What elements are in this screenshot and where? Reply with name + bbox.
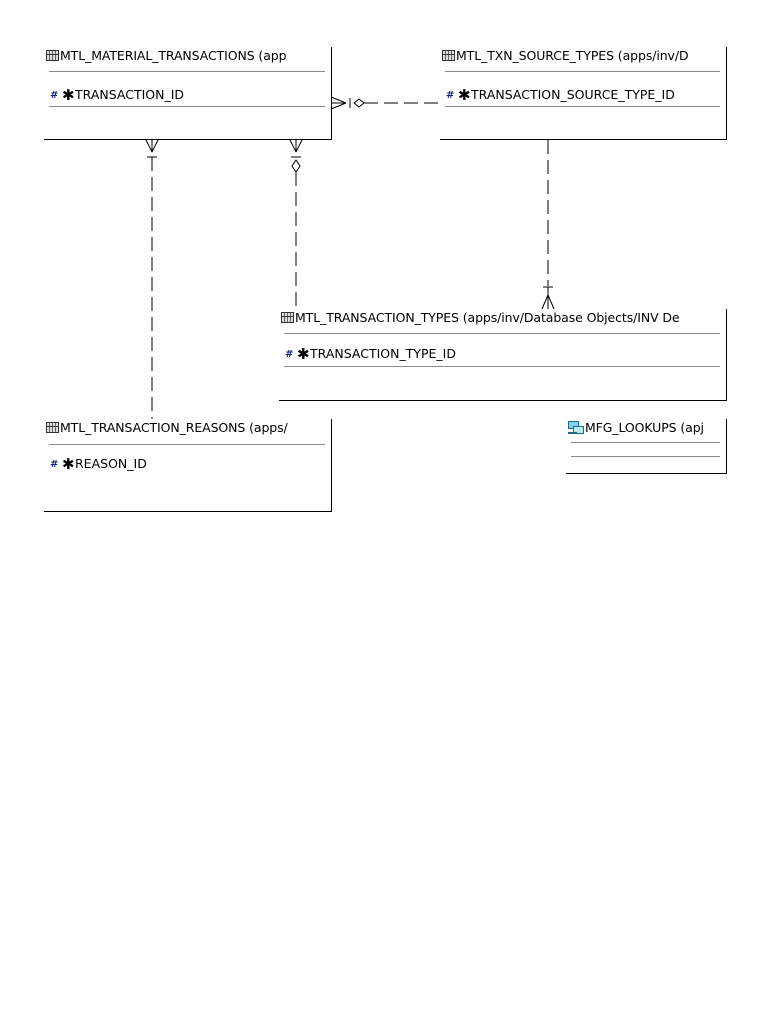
- entity-title: MFG_LOOKUPS (apj: [568, 419, 704, 437]
- entity-title-text: MFG_LOOKUPS (apj: [585, 420, 704, 435]
- pk-hash-icon: #: [285, 349, 294, 360]
- attribute-name: TRANSACTION_ID: [75, 87, 185, 102]
- title-separator: [49, 71, 325, 72]
- mandatory-asterisk-icon: ✱: [62, 86, 75, 104]
- attribute-name: REASON_ID: [75, 456, 147, 471]
- relationship-types-to-source-types: [541, 140, 555, 310]
- entity-material-transactions[interactable]: MTL_MATERIAL_TRANSACTIONS (app #✱TRANSAC…: [44, 47, 332, 140]
- title-separator: [571, 442, 720, 443]
- pk-hash-icon: #: [446, 90, 455, 101]
- entity-transaction-types[interactable]: MTL_TRANSACTION_TYPES (apps/inv/Database…: [279, 309, 727, 401]
- entity-mfg-lookups[interactable]: MFG_LOOKUPS (apj: [566, 419, 727, 474]
- entity-title-text: MTL_TRANSACTION_TYPES (apps/inv/Database…: [295, 310, 680, 325]
- table-icon: [281, 312, 294, 323]
- relationship-material-to-source-types: [330, 96, 440, 110]
- attribute-row[interactable]: #✱TRANSACTION_TYPE_ID: [285, 346, 456, 363]
- attribute-row[interactable]: #✱TRANSACTION_ID: [50, 87, 184, 104]
- attribute-separator: [49, 106, 325, 107]
- entity-title-text: MTL_MATERIAL_TRANSACTIONS (app: [60, 48, 287, 63]
- entity-title-text: MTL_TRANSACTION_REASONS (apps/: [60, 420, 288, 435]
- entity-title: MTL_TRANSACTION_TYPES (apps/inv/Database…: [281, 309, 680, 327]
- title-separator: [445, 71, 720, 72]
- relationship-material-to-reasons: [145, 139, 159, 420]
- attribute-name: TRANSACTION_TYPE_ID: [310, 346, 456, 361]
- attribute-separator: [571, 456, 720, 457]
- view-icon: [568, 421, 584, 434]
- entity-txn-source-types[interactable]: MTL_TXN_SOURCE_TYPES (apps/inv/D #✱TRANS…: [440, 47, 727, 140]
- entity-title: MTL_MATERIAL_TRANSACTIONS (app: [46, 47, 287, 65]
- table-icon: [46, 50, 59, 61]
- title-separator: [284, 333, 720, 334]
- entity-title: MTL_TXN_SOURCE_TYPES (apps/inv/D: [442, 47, 689, 65]
- entity-title-text: MTL_TXN_SOURCE_TYPES (apps/inv/D: [456, 48, 689, 63]
- entity-transaction-reasons[interactable]: MTL_TRANSACTION_REASONS (apps/ #✱REASON_…: [44, 419, 332, 512]
- mandatory-asterisk-icon: ✱: [458, 86, 471, 104]
- attribute-row[interactable]: #✱REASON_ID: [50, 456, 147, 473]
- attribute-separator: [445, 106, 720, 107]
- pk-hash-icon: #: [50, 459, 59, 470]
- attribute-row[interactable]: #✱TRANSACTION_SOURCE_TYPE_ID: [446, 87, 675, 104]
- entity-title: MTL_TRANSACTION_REASONS (apps/: [46, 419, 288, 437]
- pk-hash-icon: #: [50, 90, 59, 101]
- table-icon: [46, 422, 59, 433]
- mandatory-asterisk-icon: ✱: [62, 455, 75, 473]
- attribute-name: TRANSACTION_SOURCE_TYPE_ID: [471, 87, 675, 102]
- title-separator: [49, 444, 325, 445]
- relationship-material-to-transaction-types: [289, 139, 303, 312]
- attribute-separator: [284, 366, 720, 367]
- mandatory-asterisk-icon: ✱: [297, 345, 310, 363]
- table-icon: [442, 50, 455, 61]
